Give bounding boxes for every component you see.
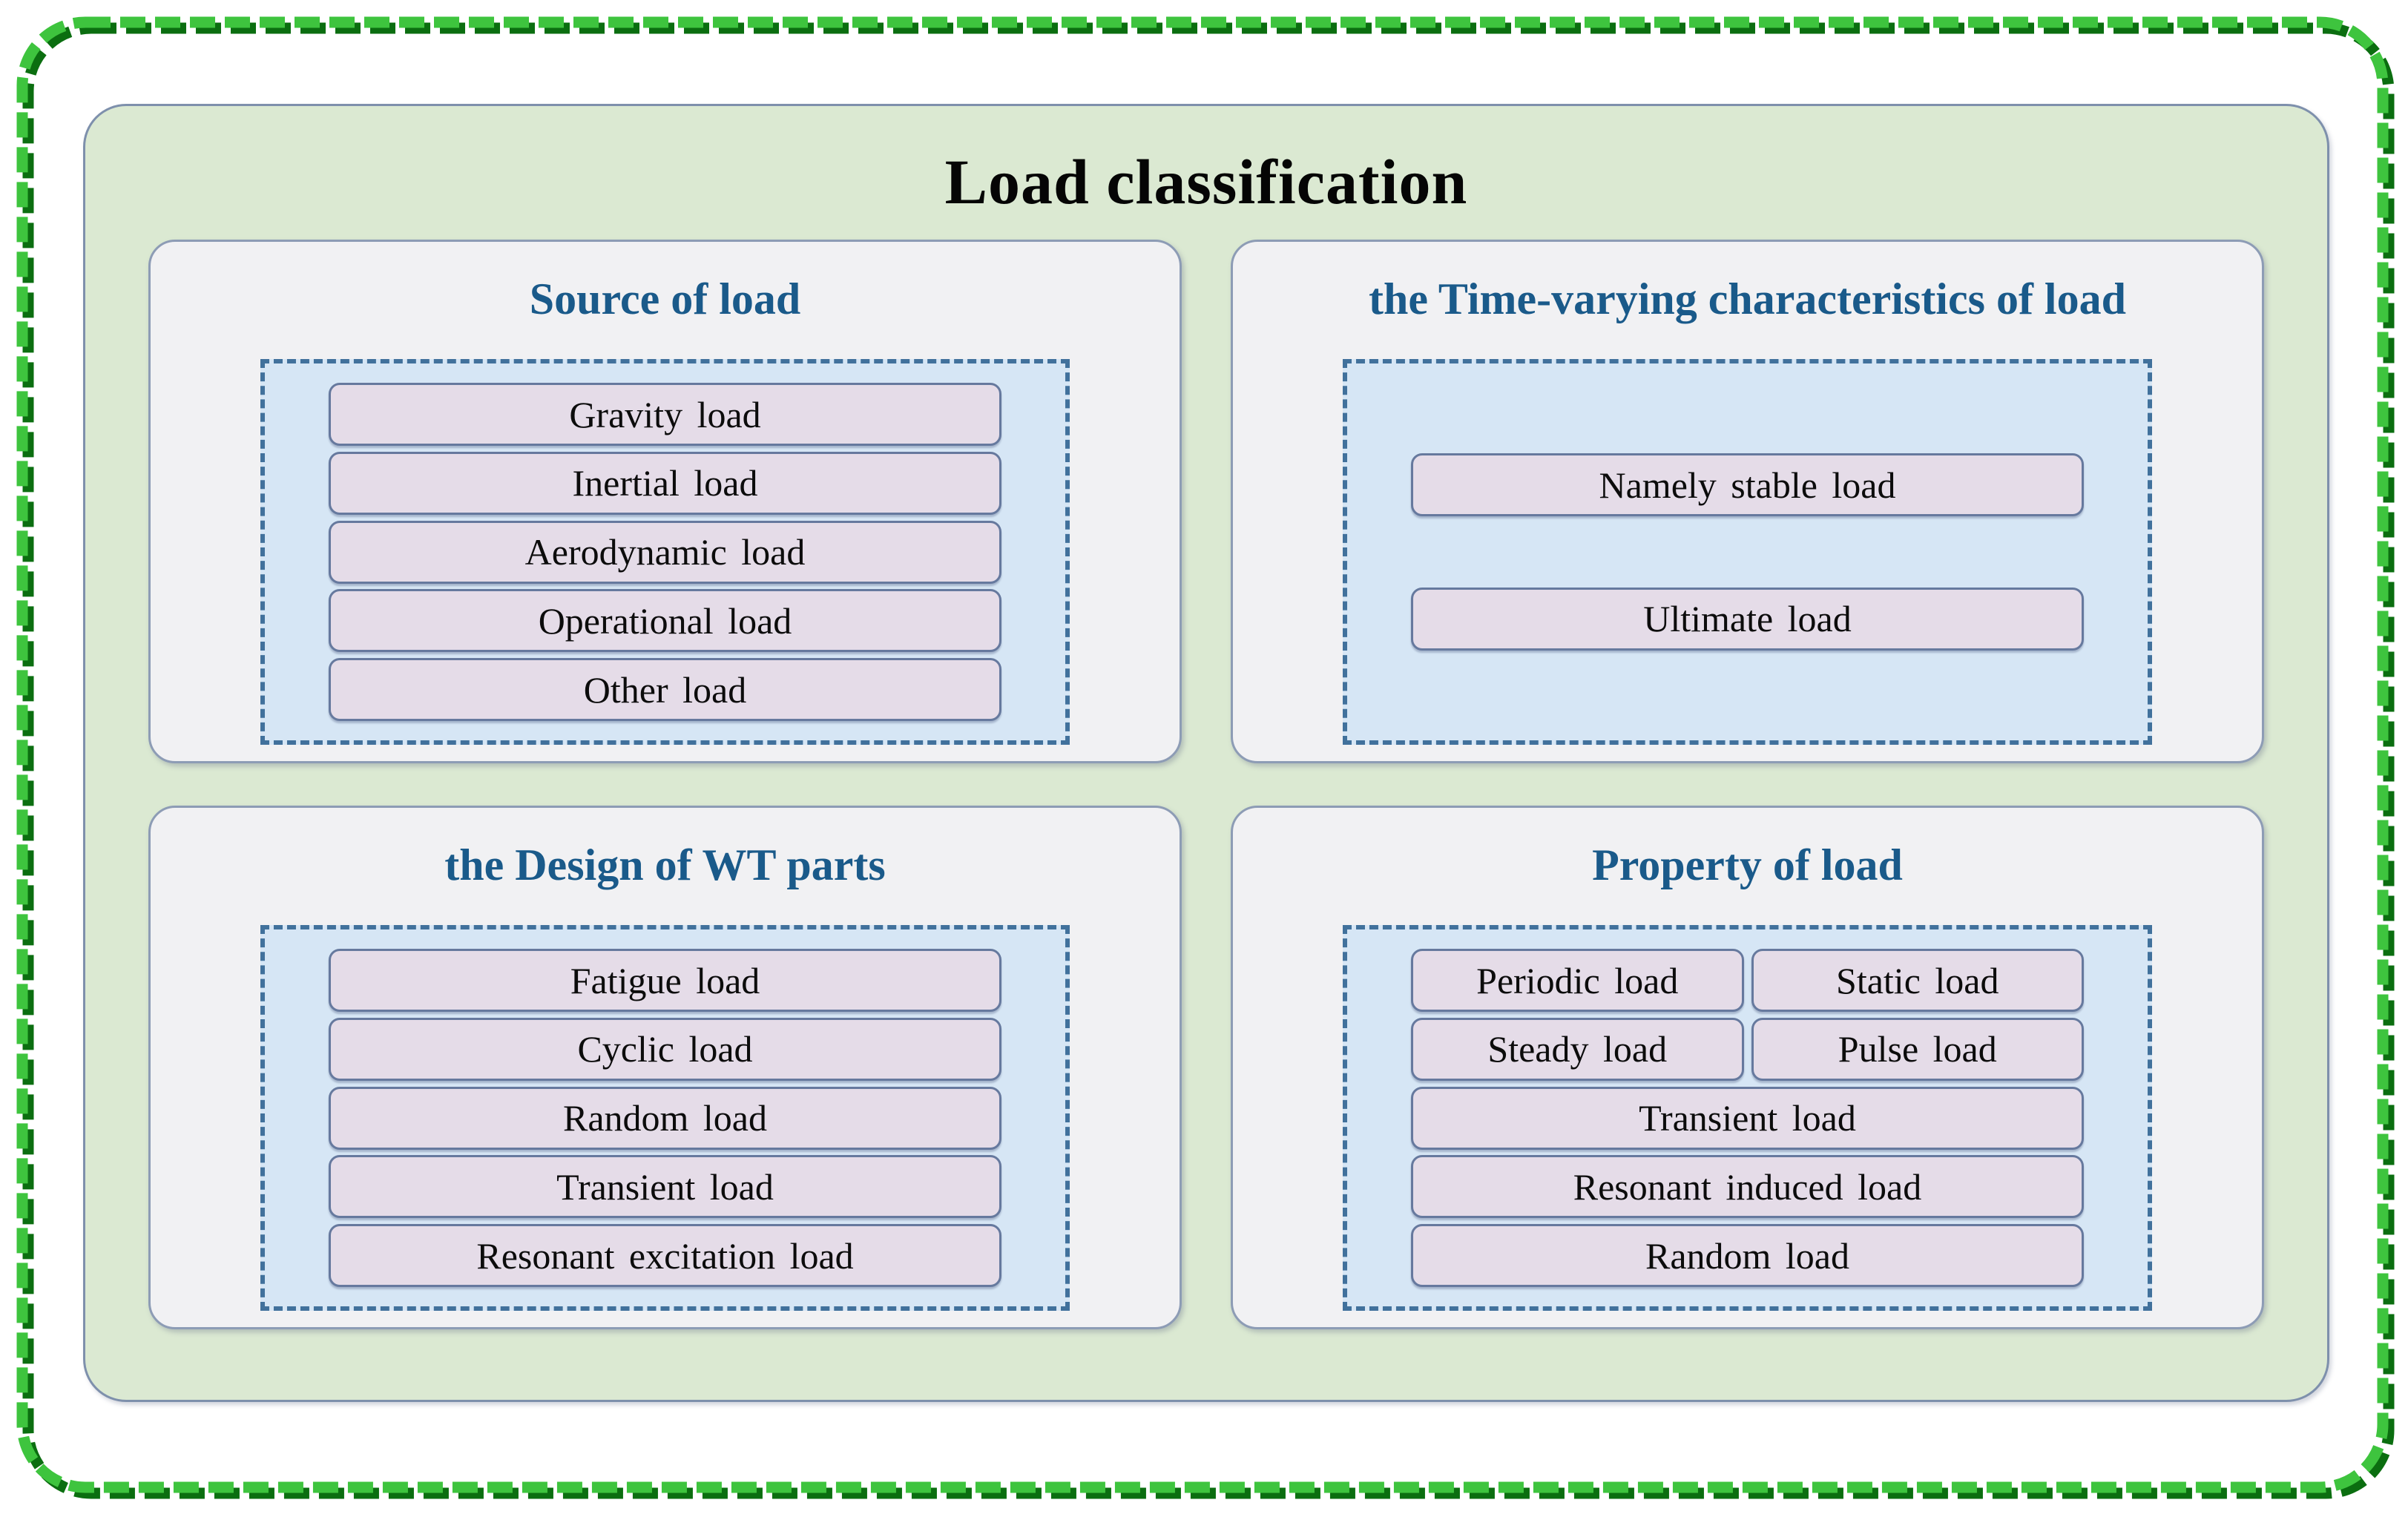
pill-row: Namely stable load <box>1411 453 2084 517</box>
panel-title-time-varying-characteristics: the Time-varying characteristics of load <box>1369 274 2126 323</box>
pill-row: Random load <box>329 1086 1001 1150</box>
load-item-pill: Periodic load <box>1411 949 1744 1012</box>
load-item-pill: Resonant excitation load <box>329 1224 1001 1287</box>
load-item-pill: Transient load <box>1411 1086 2084 1150</box>
load-item-pill: Ultimate load <box>1411 587 2084 651</box>
load-item-pill: Namely stable load <box>1411 453 2084 517</box>
load-item-pill: Transient load <box>329 1155 1001 1219</box>
load-item-pill: Cyclic load <box>329 1017 1001 1081</box>
load-item-pill: Aerodynamic load <box>329 520 1001 584</box>
load-item-pill: Random load <box>329 1086 1001 1150</box>
pill-row: Transient load <box>329 1155 1001 1219</box>
load-item-pill: Inertial load <box>329 451 1001 515</box>
pill-row: Operational load <box>329 589 1001 653</box>
load-item-pill: Steady load <box>1411 1017 1744 1081</box>
pill-row: Transient load <box>1411 1086 2084 1150</box>
panel-time-varying-characteristics: the Time-varying characteristics of load… <box>1231 240 2264 763</box>
pill-row: Resonant induced load <box>1411 1155 2084 1219</box>
diagram-title: Load classification <box>944 146 1468 217</box>
panel-title-source-of-load: Source of load <box>529 274 801 323</box>
pill-row: Resonant excitation load <box>329 1224 1001 1287</box>
panel-title-property-of-load: Property of load <box>1592 840 1903 889</box>
pill-row: Inertial load <box>329 451 1001 515</box>
pill-row: Ultimate load <box>1411 587 2084 651</box>
pill-row: Random load <box>1411 1224 2084 1287</box>
load-item-pill: Fatigue load <box>329 949 1001 1012</box>
load-item-pill: Resonant induced load <box>1411 1155 2084 1219</box>
load-item-pill: Static load <box>1751 949 2084 1012</box>
load-item-pill: Pulse load <box>1751 1017 2084 1081</box>
pill-row: Other load <box>329 658 1001 721</box>
pill-row: Cyclic load <box>329 1017 1001 1081</box>
pill-row: Fatigue load <box>329 949 1001 1012</box>
load-item-pill: Gravity load <box>329 383 1001 446</box>
load-item-pill: Random load <box>1411 1224 2084 1287</box>
load-item-pill: Other load <box>329 658 1001 721</box>
panel-title-design-of-wt-parts: the Design of WT parts <box>444 840 886 889</box>
pill-row: Aerodynamic load <box>329 520 1001 584</box>
load-item-pill: Operational load <box>329 589 1001 653</box>
pill-row: Gravity load <box>329 383 1001 446</box>
